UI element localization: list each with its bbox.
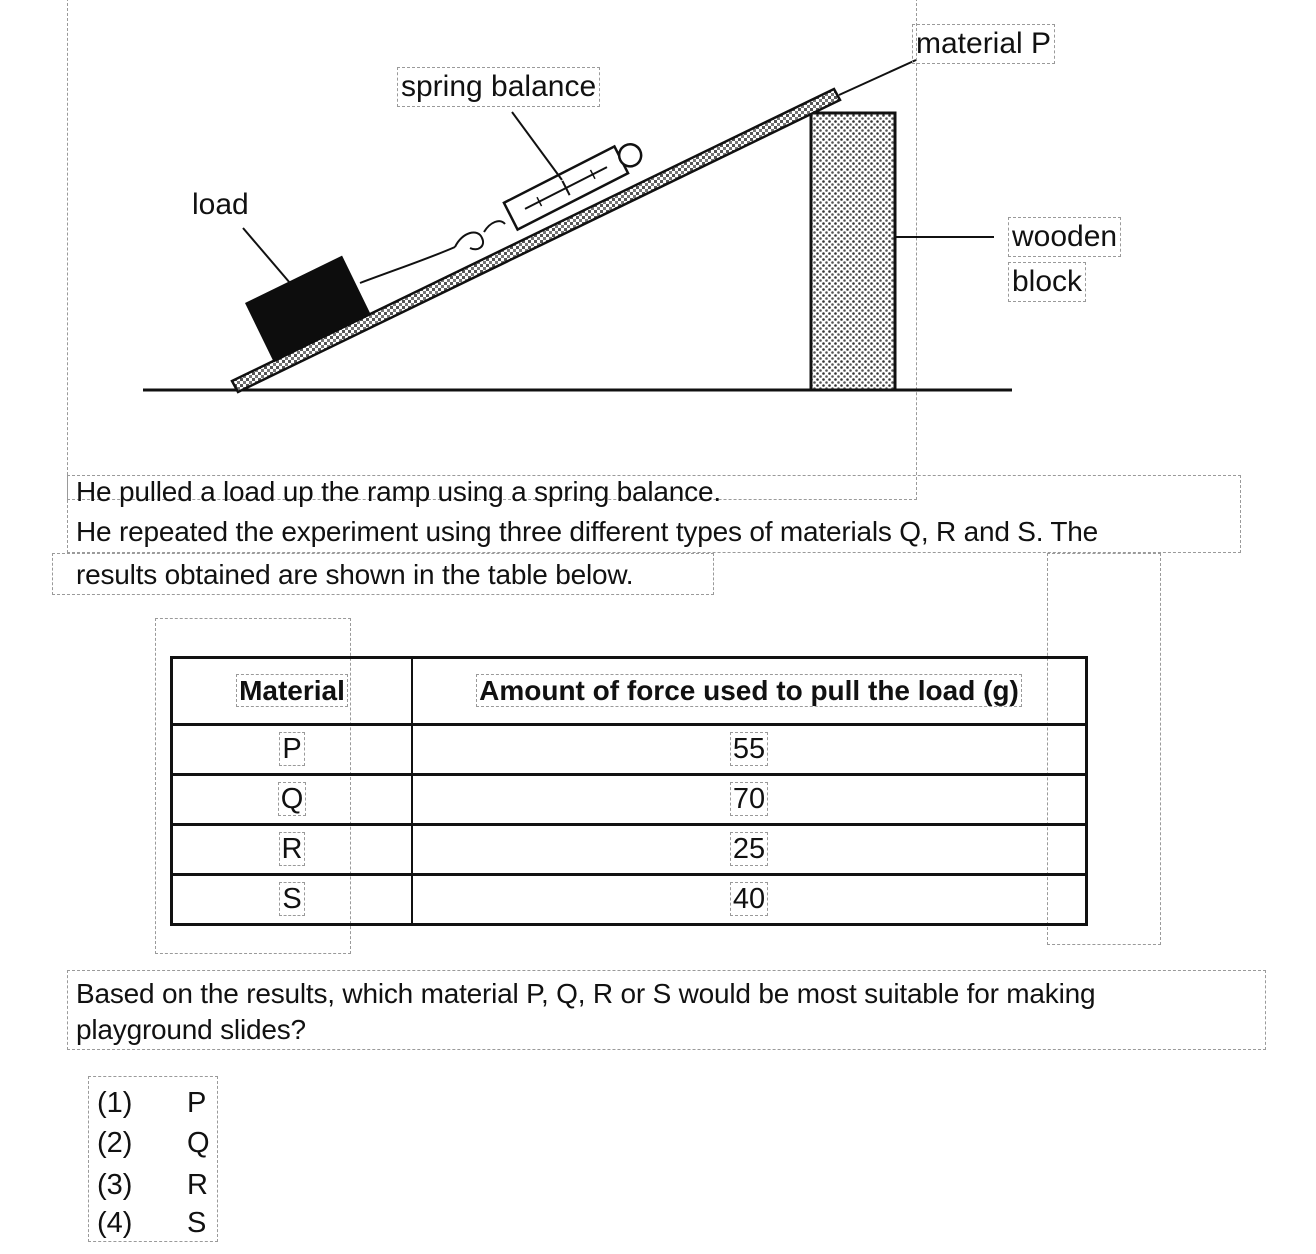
force-value: 40 <box>729 882 769 916</box>
material-value: P <box>279 732 305 766</box>
table-row: R 25 <box>170 824 1088 876</box>
option-answer: S <box>187 1207 207 1239</box>
cell-material: P <box>170 724 413 776</box>
question-line-2: playground slides? <box>76 1014 306 1045</box>
load-block <box>244 255 372 363</box>
option-1[interactable]: (1) P <box>97 1083 215 1123</box>
intro-frame <box>67 475 1241 553</box>
label-block: block <box>1008 262 1087 302</box>
option-answer: P <box>187 1087 207 1119</box>
label-spring-balance: spring balance <box>397 67 601 107</box>
ramp-diagram <box>143 59 1012 394</box>
material-value: R <box>278 832 306 866</box>
question-line-1: Based on the results, which material P, … <box>76 978 1096 1009</box>
spring-hook <box>454 231 484 251</box>
cell-material: R <box>170 824 413 876</box>
header-material: Material <box>170 656 413 726</box>
cell-force: 70 <box>412 774 1088 826</box>
intro-line-1: He pulled a load up the ramp using a spr… <box>76 476 721 507</box>
option-number: (1) <box>97 1087 133 1119</box>
table-row: S 40 <box>170 874 1088 926</box>
ramp <box>230 87 842 394</box>
intro-frame-lower <box>52 553 714 595</box>
results-table: Material Amount of force used to pull th… <box>170 656 1088 926</box>
label-material-p: material P <box>912 24 1056 64</box>
option-3[interactable]: (3) R <box>97 1165 215 1205</box>
material-value: Q <box>277 782 307 816</box>
question-frame <box>67 970 1266 1050</box>
diagram-frame <box>67 0 917 500</box>
answer-options: (1) P (2) Q (3) R (4) S <box>88 1076 218 1242</box>
results-table-wrap: Material Amount of force used to pull th… <box>170 656 1088 926</box>
option-number: (4) <box>97 1207 133 1239</box>
load-string <box>359 246 456 284</box>
header-material-text: Material <box>236 674 348 707</box>
cell-force: 55 <box>412 724 1088 776</box>
option-2[interactable]: (2) Q <box>97 1123 215 1163</box>
spring-balance-pointer <box>511 111 563 181</box>
force-value: 55 <box>729 732 769 766</box>
option-number: (2) <box>97 1127 133 1159</box>
label-wooden: wooden <box>1008 217 1122 257</box>
force-value: 25 <box>729 832 769 866</box>
material-value: S <box>279 882 305 916</box>
wooden-block <box>809 111 897 392</box>
load-pointer <box>242 227 291 284</box>
option-4[interactable]: (4) S <box>97 1203 215 1243</box>
label-load: load <box>192 188 249 221</box>
option-number: (3) <box>97 1169 133 1201</box>
option-answer: Q <box>187 1127 210 1159</box>
cell-force: 25 <box>412 824 1088 876</box>
intro-line-3: results obtained are shown in the table … <box>76 559 634 590</box>
cell-force: 40 <box>412 874 1088 926</box>
cell-material: Q <box>170 774 413 826</box>
table-header-row: Material Amount of force used to pull th… <box>170 656 1088 726</box>
intro-line-2: He repeated the experiment using three d… <box>76 516 1099 547</box>
header-force: Amount of force used to pull the load (g… <box>412 656 1088 726</box>
cell-material: S <box>170 874 413 926</box>
header-force-text: Amount of force used to pull the load (g… <box>476 674 1022 707</box>
table-row: Q 70 <box>170 774 1088 826</box>
force-value: 70 <box>729 782 769 816</box>
material-p-pointer <box>838 59 917 96</box>
option-answer: R <box>187 1169 208 1201</box>
table-row: P 55 <box>170 724 1088 776</box>
